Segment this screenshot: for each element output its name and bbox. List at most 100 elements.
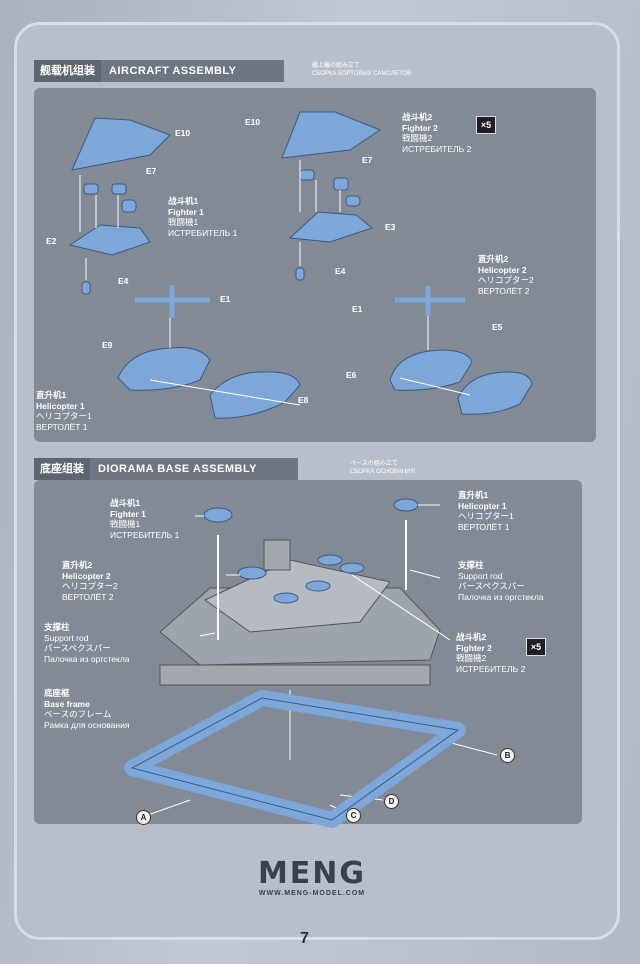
diorama-title-zh: 底座组装 [34, 458, 90, 480]
base-frame-drawing [124, 690, 466, 828]
brand-url: WWW.MENG-MODEL.COM [258, 890, 366, 897]
part-e9: E9 [102, 340, 113, 350]
diorama-fighter1-label: 战斗机1 Fighter 1 戦闘機1 ИСТРЕБИТЕЛЬ 1 [110, 498, 179, 540]
base-frame-ru: Рамка для основания [44, 719, 130, 730]
helicopter2-en: Helicopter 2 [478, 264, 527, 275]
support-rod-left-en: Support rod [44, 632, 89, 643]
diorama-helicopter1-ru: ВЕРТОЛЁТ 1 [458, 521, 510, 532]
diorama-helicopter1-en: Helicopter 1 [458, 500, 507, 511]
diorama-helicopter2-en: Helicopter 2 [62, 570, 111, 581]
helicopter1-en: Helicopter 1 [36, 400, 85, 411]
support-rod-right-label: 支撑柱 Support rod パースペクスパー Палочка из оргс… [458, 560, 544, 602]
fighter1-drawing [68, 117, 171, 295]
diorama-fighter2-ru: ИСТРЕБИТЕЛЬ 2 [456, 663, 526, 674]
part-e4-left: E4 [118, 276, 129, 286]
fighter2-en: Fighter 2 [402, 122, 438, 133]
helicopter2-drawing [389, 286, 533, 415]
fighter1-ru: ИСТРЕБИТЕЛЬ 1 [168, 227, 238, 238]
part-e7-left: E7 [146, 166, 157, 176]
diorama-helicopter1-label: 直升机1 Helicopter 1 ヘリコプター1 ВЕРТОЛЁТ 1 [458, 490, 514, 532]
fighter2-jp: 戦闘機2 [402, 133, 433, 143]
support-rod-left-label: 支撑柱 Support rod パースペクスパー Палочка из оргс… [44, 622, 130, 664]
helicopter2-ru: ВЕРТОЛЁТ 2 [478, 285, 530, 296]
diorama-title-en: DIORAMA BASE ASSEMBLY [98, 463, 258, 475]
mini-aircraft-drawing [203, 498, 419, 604]
part-e3: E3 [385, 222, 396, 232]
support-rod-right-zh: 支撑柱 [458, 560, 484, 570]
diorama-helicopter1-jp: ヘリコプター1 [458, 511, 514, 521]
diorama-subtitle-ru: СБОРКА ОСНОВАНИЯ [350, 469, 415, 475]
helicopter1-jp: ヘリコプター1 [36, 411, 92, 421]
diorama-fighter1-jp: 戦闘機1 [110, 519, 141, 529]
helicopter2-jp: ヘリコプター2 [478, 275, 534, 285]
support-rod-left-zh: 支撑柱 [44, 622, 70, 632]
diorama-subtitle-jp: ベースの組み立て [350, 461, 398, 467]
part-e5: E5 [492, 322, 503, 332]
support-rod-right-jp: パースペクスパー [458, 581, 525, 591]
helicopter1-zh: 直升机1 [36, 390, 67, 400]
fighter2-ru: ИСТРЕБИТЕЛЬ 2 [402, 143, 472, 154]
diorama-fighter2-label: 战斗机2 Fighter 2 戦闘機2 ИСТРЕБИТЕЛЬ 2 [456, 632, 525, 674]
diorama-helicopter2-ru: ВЕРТОЛЁТ 2 [62, 591, 114, 602]
callout-a: A [136, 810, 151, 825]
assembly-lines-top [79, 160, 471, 406]
fighter1-label: 战斗机1 Fighter 1 戦闘機1 ИСТРЕБИТЕЛЬ 1 [168, 196, 237, 238]
diorama-fighter1-zh: 战斗机1 [110, 498, 141, 508]
diorama-fighter2-jp: 戦闘機2 [456, 653, 487, 663]
fighter2-zh: 战斗机2 [402, 112, 433, 122]
diorama-assembly-title: 底座组装 DIORAMA BASE ASSEMBLY [34, 458, 298, 480]
part-e6: E6 [346, 370, 357, 380]
diorama-fighter2-quantity-badge: ×5 [526, 638, 546, 656]
aircraft-subtitle-ru: СБОРКА БОРТОВЫХ САМОЛЕТОВ [312, 71, 412, 77]
support-rods [217, 520, 407, 640]
part-e1-right: E1 [352, 304, 363, 314]
part-e10-left: E10 [175, 128, 191, 138]
diorama-fighter1-ru: ИСТРЕБИТЕЛЬ 1 [110, 529, 180, 540]
carrier-diorama-drawing [159, 539, 441, 686]
diorama-helicopter2-jp: ヘリコプター2 [62, 581, 118, 591]
support-rod-right-ru: Палочка из оргстекла [458, 591, 544, 602]
part-e10-right: E10 [245, 117, 261, 127]
helicopter2-zh: 直升机2 [478, 254, 509, 264]
fighter2-drawing [281, 111, 382, 281]
diorama-helicopter2-zh: 直升机2 [62, 560, 93, 570]
base-frame-jp: ベースのフレーム [44, 709, 112, 719]
page-number: 7 [300, 930, 309, 947]
part-e8: E8 [298, 395, 309, 405]
diorama-helicopter2-label: 直升机2 Helicopter 2 ヘリコプター2 ВЕРТОЛЁТ 2 [62, 560, 118, 602]
support-rod-left-jp: パースペクスパー [44, 643, 111, 653]
fighter1-en: Fighter 1 [168, 206, 204, 217]
meng-logo: MENG WWW.MENG-MODEL.COM [228, 856, 396, 898]
aircraft-subtitle-jp: 艦上機の組み立て [312, 63, 361, 69]
callout-b: B [500, 748, 515, 763]
helicopter1-label: 直升机1 Helicopter 1 ヘリコプター1 ВЕРТОЛЁТ 1 [36, 390, 92, 432]
diorama-fighter2-zh: 战斗机2 [456, 632, 487, 642]
fighter2-quantity-badge: ×5 [476, 116, 496, 134]
support-rod-right-en: Support rod [458, 570, 503, 581]
helicopter2-label: 直升机2 Helicopter 2 ヘリコプター2 ВЕРТОЛЁТ 2 [478, 254, 534, 296]
base-frame-zh: 底座框 [44, 688, 70, 698]
brand-name: MENG [257, 856, 367, 891]
aircraft-subtitle: 艦上機の組み立て СБОРКА БОРТОВЫХ САМОЛЕТОВ [312, 62, 411, 78]
fighter2-label: 战斗机2 Fighter 2 戦闘機2 ИСТРЕБИТЕЛЬ 2 [402, 112, 471, 154]
callout-d: D [384, 794, 399, 809]
base-frame-en: Base frame [44, 698, 90, 709]
helicopter1-ru: ВЕРТОЛЁТ 1 [36, 421, 88, 432]
aircraft-title-zh: 舰载机组装 [34, 60, 101, 82]
fighter1-zh: 战斗机1 [168, 196, 199, 206]
diorama-subtitle: ベースの組み立て СБОРКА ОСНОВАНИЯ [350, 460, 415, 476]
diorama-fighter1-en: Fighter 1 [110, 508, 146, 519]
support-rod-left-ru: Палочка из оргстекла [44, 653, 130, 664]
helicopter1-drawing [117, 285, 301, 419]
part-e7-right: E7 [362, 155, 373, 165]
part-e4-right: E4 [335, 266, 346, 276]
fighter1-jp: 戦闘機1 [168, 217, 199, 227]
part-e1-left: E1 [220, 294, 231, 304]
part-e2: E2 [46, 236, 57, 246]
callout-c: C [346, 808, 361, 823]
diorama-fighter2-en: Fighter 2 [456, 642, 492, 653]
diorama-helicopter1-zh: 直升机1 [458, 490, 489, 500]
